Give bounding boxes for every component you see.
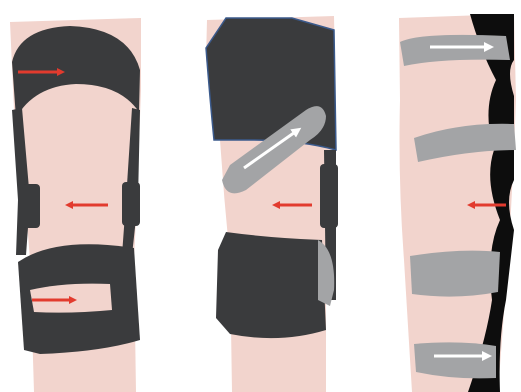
hinge-right-1 (122, 182, 140, 226)
hinge-left-1 (22, 184, 40, 228)
brace-panel-2 (206, 16, 338, 392)
brace-panel-1 (10, 18, 141, 392)
brace-panel-3 (399, 14, 516, 392)
lower-cuff-window-1 (30, 284, 112, 313)
strap-3d (414, 342, 496, 378)
hinge-right-2 (320, 164, 338, 228)
lower-cuff-2 (216, 232, 326, 338)
strap-3c (410, 251, 500, 297)
